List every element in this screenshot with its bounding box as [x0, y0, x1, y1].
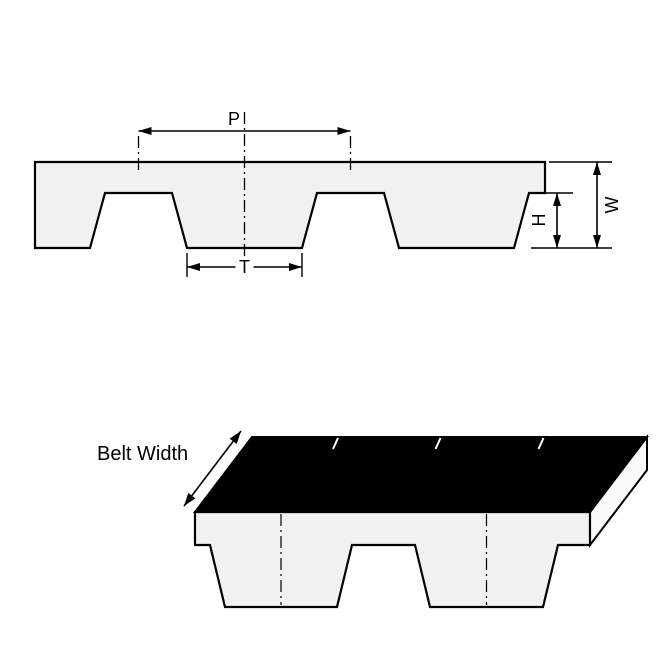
h-arrowhead-bottom: [553, 235, 561, 248]
top-face-tick-2: [434, 437, 442, 450]
t-label-mask: [235, 257, 254, 276]
top-face-tick-1: [332, 437, 339, 450]
belt-profile-path: [33, 160, 547, 250]
belt-width-arrow-line: [183, 430, 242, 507]
t-arrowhead-left: [187, 263, 200, 271]
t-arrowhead-right: [289, 263, 302, 271]
t-label: T: [239, 257, 250, 277]
h-arrowhead-top: [553, 193, 561, 206]
isometric-view: Belt Width: [97, 430, 650, 609]
belt-top-face: [192, 436, 650, 513]
w-arrowhead-bottom: [593, 235, 601, 248]
w-arrowhead-top: [593, 162, 601, 175]
belt-width-arrowhead-upper: [229, 431, 241, 445]
h-label: H: [529, 214, 549, 227]
belt-front-face: [193, 510, 592, 609]
belt-width-label: Belt Width: [97, 443, 188, 465]
belt-width-arrowhead-lower: [184, 492, 196, 506]
p-arrowhead-left: [138, 127, 152, 135]
w-label: W: [602, 197, 622, 214]
cross-section-view: P T H W: [33, 109, 622, 277]
p-arrowhead-right: [337, 127, 351, 135]
p-label: P: [228, 109, 240, 129]
top-face-tick-3: [537, 437, 545, 450]
